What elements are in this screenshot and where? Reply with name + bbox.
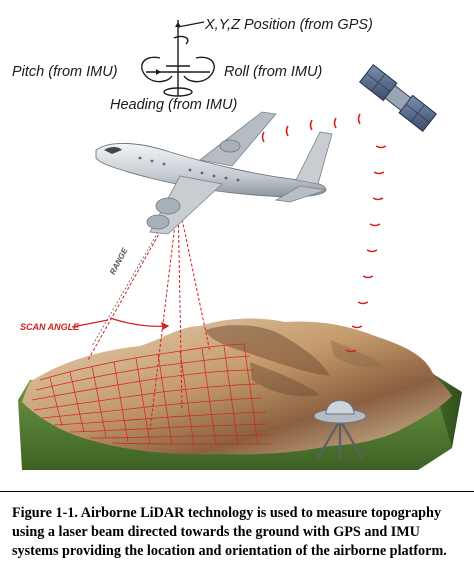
airplane-engine [155, 197, 181, 215]
grid-line [157, 353, 173, 446]
gps-position-label: X,Y,Z Position (from GPS) [205, 17, 373, 33]
signal-arc [369, 223, 381, 227]
grid-line [69, 423, 269, 433]
orientation-axes-icon [141, 20, 215, 97]
grid-line [179, 350, 195, 446]
figure-caption: Figure 1-1. Airborne LiDAR technology is… [12, 505, 447, 559]
airplane-vertical-tail [295, 131, 333, 185]
airplane-engine [219, 139, 241, 153]
signal-arc [357, 113, 361, 125]
airplane-horizontal-tail [274, 185, 327, 203]
signal-arc [372, 197, 384, 201]
terrain-block [18, 318, 462, 470]
scan-angle-indicator [71, 317, 170, 330]
ground-station-dome [325, 400, 355, 415]
laser-beam-center [177, 199, 183, 411]
heading-label: Heading (from IMU) [110, 97, 238, 113]
signal-arc [345, 349, 357, 353]
grid-line [69, 371, 85, 433]
grid-line [223, 345, 239, 446]
signal-arc [373, 171, 385, 175]
range-line [91, 207, 173, 347]
signal-arc [375, 145, 387, 149]
hill-shading [205, 325, 330, 376]
range-dimension-line [91, 207, 173, 347]
pitch-label: Pitch (from IMU) [12, 64, 118, 80]
airplane-engine [146, 214, 170, 230]
grid-line [243, 343, 259, 446]
signal-arc [285, 125, 289, 137]
ground-gps-station-icon [313, 400, 367, 460]
gps-leader-line [177, 21, 205, 28]
grid-line [113, 361, 129, 443]
grid-line [135, 357, 151, 445]
scan-grid [31, 343, 272, 446]
grid-line [111, 442, 272, 445]
gps-satellite-icon [359, 64, 437, 132]
scan-angle-arc [109, 317, 169, 327]
roll-label: Roll (from IMU) [224, 64, 323, 80]
airplane-cockpit [104, 147, 122, 154]
signal-arc [366, 249, 378, 253]
grid-line [41, 397, 263, 419]
grid-line [201, 347, 217, 446]
grid-line [49, 377, 63, 427]
caption-divider [0, 491, 474, 492]
scan-angle-leader [71, 319, 109, 328]
laser-beam-center-left [149, 199, 179, 431]
grid-line [31, 369, 255, 401]
grid-line [33, 383, 259, 411]
lidar-diagram [18, 20, 462, 470]
signal-arc [362, 275, 374, 279]
signal-arc [357, 301, 369, 305]
top-rotation-arrow [173, 35, 189, 45]
signal-arc [351, 325, 363, 329]
roll-rotation-arrow [183, 56, 215, 83]
airplane-icon [95, 111, 333, 235]
satellite-body [384, 84, 412, 112]
valley-shading [250, 362, 320, 397]
grid-line [53, 411, 267, 426]
signal-arc [261, 131, 265, 143]
airplane-far-wing [199, 111, 277, 167]
scan-angle-arrowhead [161, 321, 170, 330]
signal-arc [333, 117, 337, 129]
ridge-shading [330, 340, 384, 368]
grid-line [89, 434, 271, 439]
scan-angle-label: SCAN ANGLE [20, 322, 80, 332]
heading-rotation-ellipse [163, 87, 193, 97]
grid-line [91, 365, 107, 438]
pitch-rotation-arrow [141, 56, 173, 83]
signal-arc [309, 119, 313, 131]
grid-line [39, 343, 246, 381]
laser-beam-right [177, 199, 211, 353]
